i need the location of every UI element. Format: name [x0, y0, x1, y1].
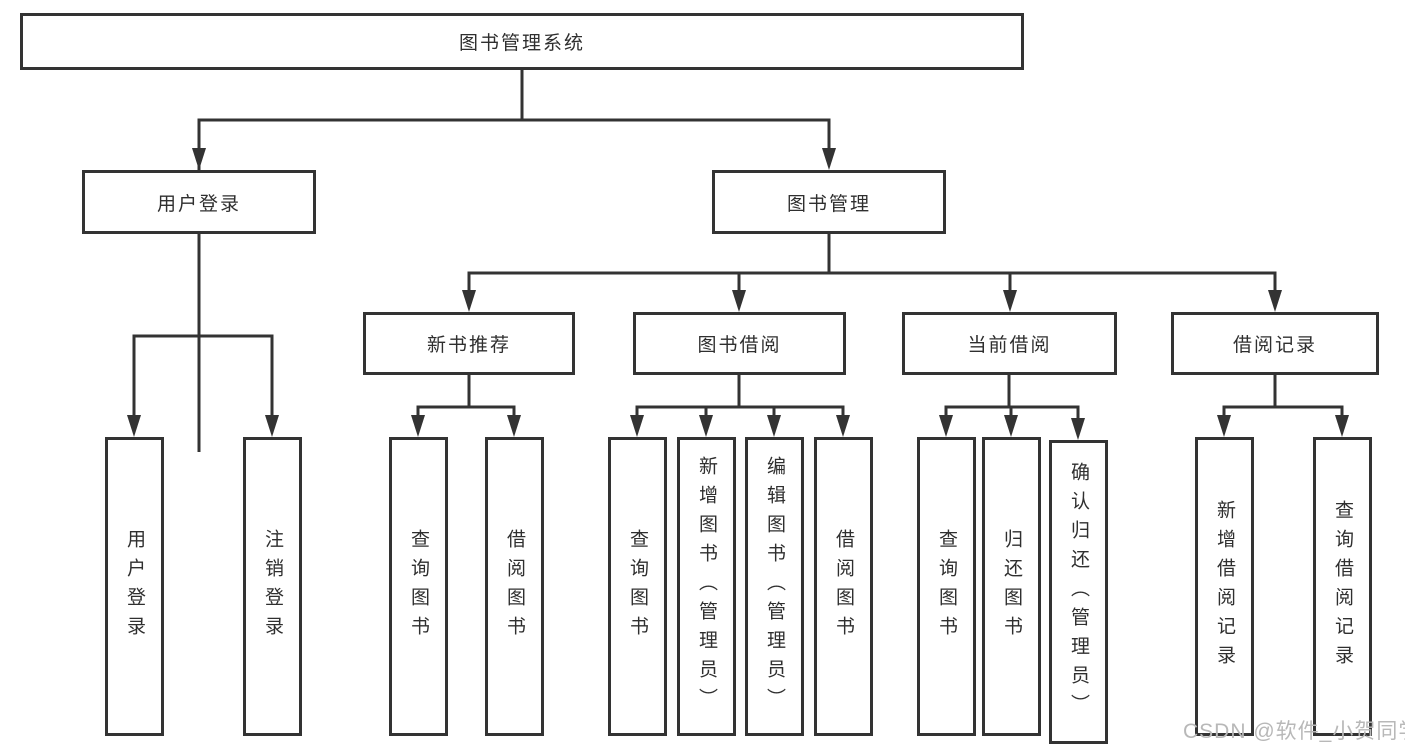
leaf-borrow-books-recommend: 借阅图书: [485, 437, 544, 736]
leaf-query-books-borrow-label: 查询图书: [627, 528, 648, 645]
leaf-add-book-admin-label: 新增图书（管理员）: [696, 456, 717, 717]
leaf-user-login: 用户登录: [105, 437, 164, 736]
connector-book-management-to-level3: [462, 234, 1282, 312]
leaf-logout: 注销登录: [243, 437, 302, 736]
leaf-query-books-borrow: 查询图书: [608, 437, 667, 736]
leaf-return-book-label: 归还图书: [1001, 528, 1022, 645]
leaf-query-books-current-label: 查询图书: [936, 528, 957, 645]
connector-book-borrow-to-leaves: [630, 375, 850, 437]
leaf-query-books-recommend-label: 查询图书: [408, 528, 429, 645]
leaf-query-borrow-record: 查询借阅记录: [1313, 437, 1372, 736]
leaf-borrow-books-2-label: 借阅图书: [833, 528, 854, 645]
connector-new-book-recommend-to-leaves: [411, 375, 521, 437]
leaf-return-book: 归还图书: [982, 437, 1041, 736]
connector-current-borrow-to-leaves: [939, 375, 1085, 440]
node-root-label: 图书管理系统: [458, 33, 585, 54]
node-current-borrow-label: 当前借阅: [967, 335, 1052, 356]
node-book-borrow: 图书借阅: [633, 312, 846, 375]
leaf-query-borrow-record-label: 查询借阅记录: [1332, 499, 1353, 674]
leaf-edit-book-admin: 编辑图书（管理员）: [745, 437, 804, 736]
connector-root-to-level2: [192, 70, 836, 452]
node-book-management-label: 图书管理: [786, 193, 871, 215]
leaf-user-login-label: 用户登录: [124, 528, 145, 645]
watermark: CSDN @软件_小贺同学: [1183, 720, 1405, 743]
node-book-borrow-label: 图书借阅: [697, 335, 782, 356]
leaf-edit-book-admin-label: 编辑图书（管理员）: [764, 456, 785, 717]
leaf-confirm-return-admin-label: 确认归还（管理员）: [1068, 461, 1089, 723]
node-user-login: 用户登录: [82, 170, 316, 234]
leaf-add-book-admin: 新增图书（管理员）: [677, 437, 736, 736]
leaf-borrow-books-recommend-label: 借阅图书: [504, 528, 525, 645]
leaf-confirm-return-admin: 确认归还（管理员）: [1049, 440, 1108, 744]
node-new-book-recommend-label: 新书推荐: [426, 335, 511, 356]
node-root: 图书管理系统: [20, 13, 1024, 70]
node-user-login-label: 用户登录: [156, 193, 241, 215]
node-book-management: 图书管理: [712, 170, 946, 234]
connector-borrow-records-to-leaves: [1217, 375, 1349, 437]
leaf-add-borrow-record: 新增借阅记录: [1195, 437, 1254, 736]
leaf-borrow-books-2: 借阅图书: [814, 437, 873, 736]
leaf-logout-label: 注销登录: [262, 528, 283, 645]
node-borrow-records: 借阅记录: [1171, 312, 1379, 375]
node-new-book-recommend: 新书推荐: [363, 312, 575, 375]
leaf-query-books-recommend: 查询图书: [389, 437, 448, 736]
node-borrow-records-label: 借阅记录: [1232, 335, 1317, 356]
connector-user-login-to-leaves: [127, 234, 279, 437]
leaf-query-books-current: 查询图书: [917, 437, 976, 736]
node-current-borrow: 当前借阅: [902, 312, 1117, 375]
leaf-add-borrow-record-label: 新增借阅记录: [1214, 499, 1235, 674]
